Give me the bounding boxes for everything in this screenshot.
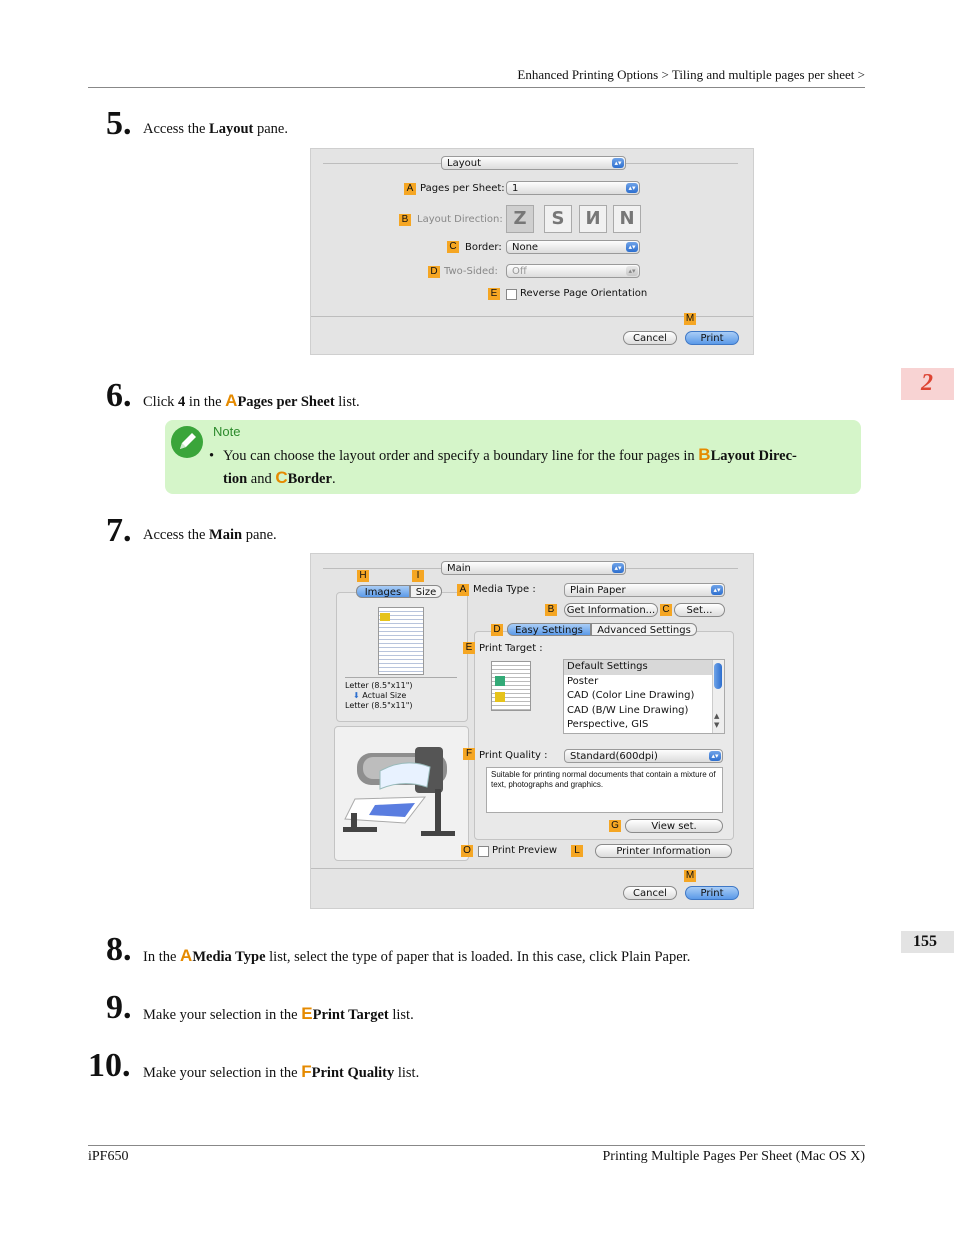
- label-g-badge: G: [609, 820, 621, 832]
- step-number: 5.: [106, 105, 132, 142]
- print-quality-label: Print Quality :: [479, 750, 548, 761]
- label-a-marker: A: [225, 391, 238, 410]
- tab-easy-settings[interactable]: Easy Settings: [507, 623, 591, 636]
- down-arrow-icon: ⬇: [353, 691, 360, 700]
- layout-direction-s-icon[interactable]: S: [544, 205, 572, 233]
- print-preview-checkbox[interactable]: [478, 846, 489, 857]
- step-text: Access the Main pane.: [143, 527, 277, 543]
- printer-information-button[interactable]: Printer Information: [595, 844, 732, 858]
- tab-size[interactable]: Size: [410, 585, 442, 598]
- list-scrollbar[interactable]: ▲▼: [712, 660, 724, 733]
- label-c-marker: C: [275, 468, 288, 487]
- print-target-label: Print Target :: [479, 643, 543, 654]
- footer-rule: [88, 1145, 865, 1146]
- border-label: Border:: [465, 242, 502, 253]
- step-number: 8.: [106, 931, 132, 968]
- chapter-number: 2: [921, 370, 933, 396]
- cancel-button[interactable]: Cancel: [623, 886, 677, 900]
- footer-model: iPF650: [88, 1149, 129, 1164]
- label-a-badge: A: [457, 584, 469, 596]
- print-button[interactable]: Print: [685, 886, 739, 900]
- tab-advanced-settings[interactable]: Advanced Settings: [591, 623, 697, 636]
- reverse-orientation-checkbox[interactable]: [506, 289, 517, 300]
- step-number: 6.: [106, 377, 132, 414]
- print-button[interactable]: Print: [685, 331, 739, 345]
- label-e-marker: E: [301, 1004, 313, 1023]
- label-b-badge: B: [399, 214, 411, 226]
- cancel-button[interactable]: Cancel: [623, 331, 677, 345]
- label-b-badge: B: [545, 604, 557, 616]
- tab-images[interactable]: Images: [356, 585, 410, 598]
- label-m-badge: M: [684, 313, 696, 325]
- print-target-thumbnail: [491, 661, 531, 711]
- layout-pane-screenshot: Layout▴▾ A Pages per Sheet: 1▴▾ B Layout…: [310, 148, 754, 355]
- label-i-badge: I: [412, 570, 424, 582]
- label-f-marker: F: [301, 1062, 312, 1081]
- label-c-badge: C: [447, 241, 459, 253]
- label-c-badge: C: [660, 604, 672, 616]
- step-number: 10.: [88, 1047, 131, 1084]
- list-item[interactable]: CAD (Color Line Drawing): [567, 690, 695, 701]
- list-item[interactable]: Perspective, GIS: [567, 719, 649, 730]
- pencil-icon: [171, 426, 203, 458]
- layout-direction-label: Layout Direction:: [417, 214, 503, 225]
- label-a-badge: A: [404, 183, 416, 195]
- print-quality-select[interactable]: Standard(600dpi)▴▾: [564, 749, 723, 763]
- list-item[interactable]: Poster: [567, 675, 599, 687]
- quality-description: Suitable for printing normal documents t…: [486, 767, 723, 813]
- pane-select[interactable]: Main▴▾: [441, 561, 626, 575]
- label-d-badge: D: [428, 266, 440, 278]
- page-number-tab: 155: [901, 931, 954, 953]
- get-information-button[interactable]: Get Information...: [564, 603, 658, 617]
- label-l-badge: L: [571, 845, 583, 857]
- page-number: 155: [913, 933, 937, 950]
- list-item[interactable]: CAD (B/W Line Drawing): [567, 704, 689, 716]
- layout-direction-n-reverse-icon[interactable]: И: [579, 205, 607, 233]
- label-e-badge: E: [488, 288, 500, 300]
- border-select[interactable]: None▴▾: [506, 240, 640, 254]
- pane-select[interactable]: Layout▴▾: [441, 156, 626, 170]
- label-b-marker: B: [698, 445, 711, 464]
- step-text: Access the Layout pane.: [143, 121, 288, 137]
- layout-direction-n-icon[interactable]: N: [613, 205, 641, 233]
- main-pane-screenshot: Main▴▾ H I Images Size Letter (8.5"x11")…: [310, 553, 754, 909]
- step-text: In the AMedia Type list, select the type…: [143, 946, 691, 965]
- header-rule: [88, 87, 865, 88]
- label-a-marker: A: [180, 946, 193, 965]
- label-h-badge: H: [357, 570, 369, 582]
- label-m-badge: M: [684, 870, 696, 882]
- media-type-label: Media Type :: [473, 584, 536, 595]
- two-sided-select[interactable]: Off▴▾: [506, 264, 640, 278]
- step-number: 9.: [106, 989, 132, 1026]
- chapter-tab: 2: [901, 368, 954, 400]
- list-item[interactable]: Default Settings: [564, 660, 712, 675]
- media-type-select[interactable]: Plain Paper▴▾: [564, 583, 725, 597]
- footer-section-title: Printing Multiple Pages Per Sheet (Mac O…: [602, 1149, 865, 1164]
- note-text: •You can choose the layout order and spe…: [209, 445, 797, 487]
- step-text: Click 4 in the APages per Sheet list.: [143, 391, 360, 410]
- two-sided-label: Two-Sided:: [444, 266, 498, 277]
- scroll-arrows-icon[interactable]: ▲▼: [714, 712, 720, 729]
- step-text: Make your selection in the FPrint Qualit…: [143, 1062, 420, 1081]
- label-d-badge: D: [491, 624, 503, 636]
- step-text: Make your selection in the EPrint Target…: [143, 1004, 414, 1023]
- breadcrumb: Enhanced Printing Options > Tiling and m…: [517, 67, 865, 82]
- print-preview-label: Print Preview: [492, 845, 558, 856]
- note-box: Note •You can choose the layout order an…: [165, 420, 861, 494]
- pages-per-sheet-label: Pages per Sheet:: [420, 183, 505, 194]
- step-number: 7.: [106, 512, 132, 549]
- reverse-orientation-label: Reverse Page Orientation: [520, 288, 648, 299]
- layout-direction-z-icon[interactable]: Z: [506, 205, 534, 233]
- label-o-badge: O: [461, 845, 473, 857]
- print-target-list[interactable]: Default Settings Poster CAD (Color Line …: [563, 659, 725, 734]
- note-title: Note: [213, 424, 241, 439]
- set-button[interactable]: Set...: [674, 603, 725, 617]
- paper-info: Letter (8.5"x11") ⬇ Actual Size Letter (…: [345, 681, 413, 710]
- label-e-badge: E: [463, 642, 475, 654]
- printer-illustration: [334, 726, 469, 861]
- label-f-badge: F: [463, 748, 475, 760]
- pages-per-sheet-select[interactable]: 1▴▾: [506, 181, 640, 195]
- view-set-button[interactable]: View set.: [625, 819, 723, 833]
